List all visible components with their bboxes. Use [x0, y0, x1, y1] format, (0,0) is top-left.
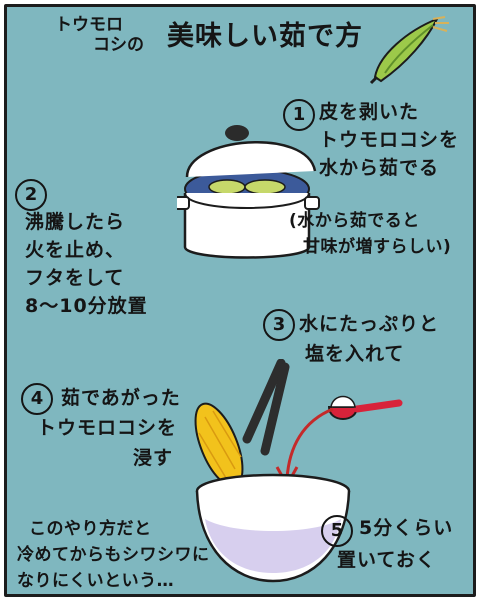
step-2-number: 2 [15, 179, 47, 211]
illustration-panel: トウモロ コシの 美味しい茹で方 1 皮を剥いた トウモロコシを 水から茹でる … [4, 4, 476, 597]
step-1-line-2: トウモロコシを [319, 129, 460, 151]
step-4-line-2: トウモロコシを [37, 417, 178, 439]
pot-icon [177, 125, 320, 259]
step-3-number: 3 [263, 309, 295, 341]
step-4-line-1: 茹であがった [61, 387, 181, 409]
step-1-line-1: 皮を剥いた [319, 101, 420, 123]
note-2-line-3: なりにくいという… [17, 571, 175, 591]
step-1-number: 1 [283, 99, 315, 131]
note-2-line-1: このやり方だと [29, 519, 152, 539]
note-1-line-1: (水から茹でると [289, 211, 420, 231]
corn-icon [369, 16, 449, 85]
step-2-line-4: 8〜10分放置 [25, 295, 148, 317]
page-title: 美味しい茹で方 [167, 21, 363, 52]
step-3-line-1: 水にたっぷりと [299, 313, 440, 335]
step-2-line-3: フタをして [25, 267, 125, 289]
title-line-1: トウモロ [55, 15, 123, 35]
title-line-2: コシの [93, 35, 144, 55]
note-2-line-2: 冷めてからもシワシワに [17, 545, 210, 565]
step-4-number: 4 [21, 383, 53, 415]
bowl-icon [195, 473, 351, 583]
step-4-line-3: 浸す [133, 447, 174, 469]
step-3-line-2: 塩を入れて [305, 343, 405, 365]
step-5-line-1: 5分くらい [359, 517, 454, 539]
step-2-line-1: 沸騰したら [25, 211, 126, 233]
step-2-line-2: 火を止め、 [25, 239, 126, 261]
step-5-line-2: 置いておく [337, 549, 436, 571]
step-5-number: 5 [321, 515, 353, 547]
step-1-line-3: 水から茹でる [319, 157, 440, 179]
note-1-line-2: 甘味が増すらしい) [303, 237, 452, 257]
